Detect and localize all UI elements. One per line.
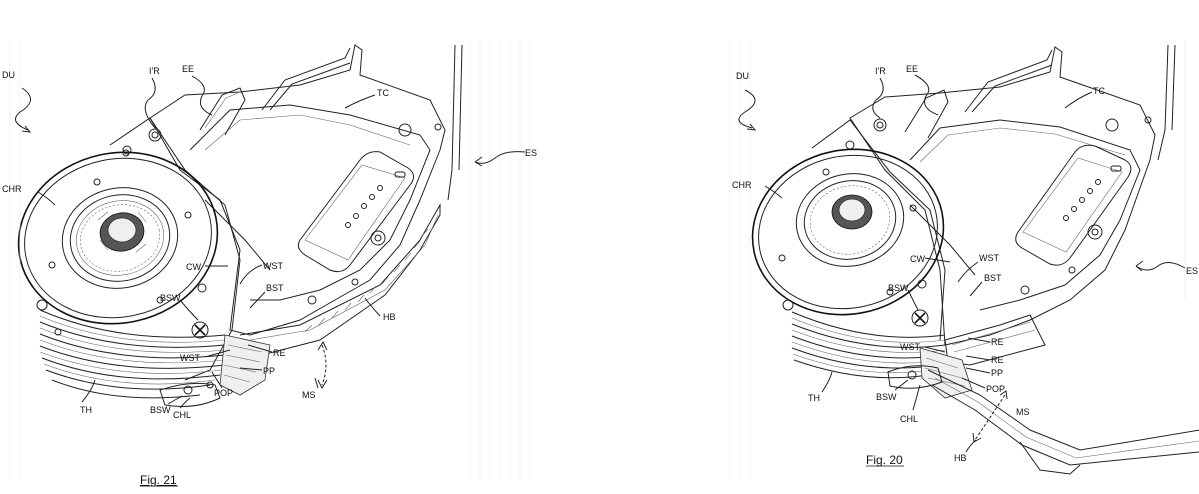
figure-20: DU I'R EE TC ES CHR CW WST BST BSW WST R…	[700, 0, 1199, 494]
label-re-2: RE	[991, 355, 1004, 365]
label-bsw-top: BSW	[160, 293, 181, 303]
label-wst-bottom: WST	[900, 342, 920, 352]
label-re: RE	[273, 348, 286, 358]
label-wst-top: WST	[979, 253, 999, 263]
label-wst-top: WST	[263, 261, 283, 271]
label-pp: PP	[263, 366, 275, 376]
label-th: TH	[808, 393, 820, 403]
label-pop: POP	[986, 384, 1005, 394]
drawing-artwork	[9, 40, 531, 480]
label-pop: POP	[214, 388, 233, 398]
reference-labels: DU I'R EE TC ES CHR CW WST BST BSW WST R…	[732, 64, 1198, 463]
figure-20-drawing: DU I'R EE TC ES CHR CW WST BST BSW WST R…	[729, 40, 1199, 480]
label-es: ES	[525, 148, 537, 158]
label-bsw-bottom: BSW	[876, 392, 897, 402]
label-bst: BST	[984, 273, 1002, 283]
figure-21: DU I'R EE TC ES CHR CW WST BST BSW HB WS…	[0, 0, 560, 494]
drawing-artwork	[729, 40, 1199, 480]
figure-caption: Fig. 21	[140, 473, 177, 487]
label-cw: CW	[910, 254, 925, 264]
label-re-1: RE	[991, 337, 1004, 347]
label-bsw-top: BSW	[888, 283, 909, 293]
label-pp: PP	[991, 368, 1003, 378]
label-du: DU	[2, 70, 15, 80]
figure-21-drawing: DU I'R EE TC ES CHR CW WST BST BSW HB WS…	[2, 40, 537, 487]
label-ir: I'R	[149, 66, 160, 76]
label-chl: CHL	[900, 414, 918, 424]
label-ms: MS	[302, 390, 316, 400]
label-tc: TC	[377, 88, 389, 98]
label-chr: CHR	[2, 184, 22, 194]
leader-lines	[15, 75, 526, 409]
reference-labels: DU I'R EE TC ES CHR CW WST BST BSW HB WS…	[2, 64, 537, 420]
label-tc: TC	[1093, 86, 1105, 96]
label-ir: I'R	[875, 66, 886, 76]
leader-lines	[738, 74, 1186, 453]
label-ee: EE	[182, 64, 194, 74]
label-du: DU	[736, 71, 749, 81]
figure-caption: Fig. 20	[866, 453, 903, 467]
label-th: TH	[80, 405, 92, 415]
label-ms: MS	[1016, 407, 1030, 417]
label-bsw-bottom: BSW	[150, 405, 171, 415]
label-chr: CHR	[732, 180, 752, 190]
label-hb: HB	[383, 312, 396, 322]
label-hb: HB	[954, 453, 967, 463]
label-cw: CW	[186, 262, 201, 272]
label-bst: BST	[266, 283, 284, 293]
label-wst-bottom: WST	[180, 353, 200, 363]
label-chl: CHL	[173, 410, 191, 420]
label-ee: EE	[906, 64, 918, 74]
label-es: ES	[1186, 266, 1198, 276]
